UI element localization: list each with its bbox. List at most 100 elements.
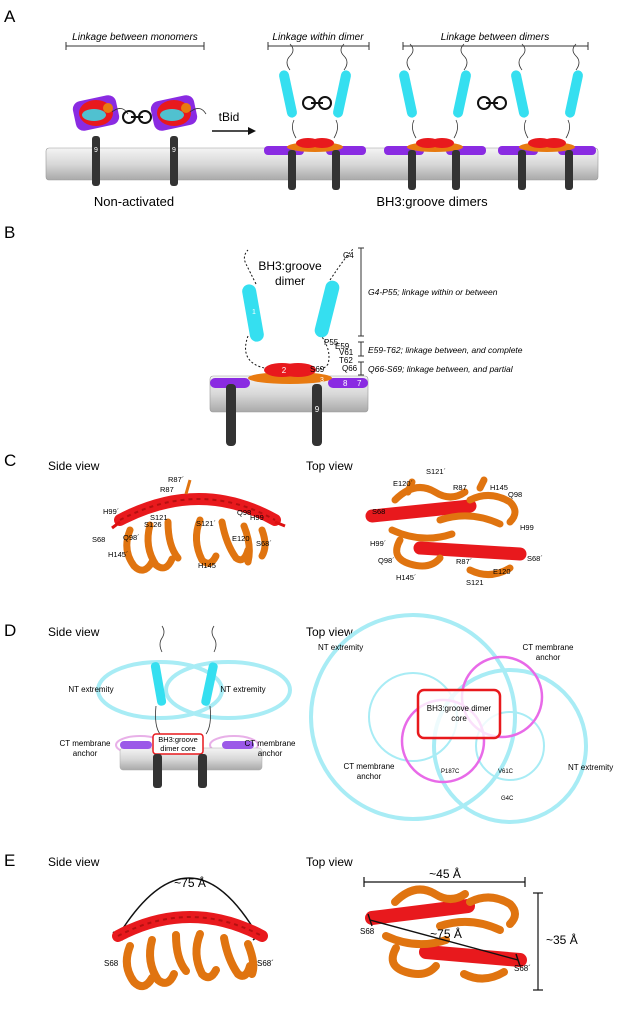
tbid-label: tBid <box>219 110 240 124</box>
helix1-label: 1 <box>252 309 256 316</box>
panel-e-letter: E <box>4 851 15 870</box>
ct-anchor-label-right-2: anchor <box>258 749 283 758</box>
label-top-r87p: R87´ <box>456 557 472 566</box>
label-top-h145: H145 <box>490 483 508 492</box>
g4c-label: G4C <box>501 796 514 802</box>
distance-top-height-label: ~35 Å <box>546 932 578 947</box>
residue-g4: G4 <box>343 251 354 260</box>
range-e59-t62: E59-T62; linkage between, and complete <box>368 345 523 355</box>
panel-e: E Side view Top view ~75 Å S68 S68´ ~45 … <box>4 851 578 991</box>
panel-d: D Side view Top view BH3:groove dimer co… <box>4 613 613 824</box>
bh3-groove-core-box <box>152 733 204 755</box>
label-q98: Q98 <box>237 508 251 517</box>
label-r87: R87 <box>160 485 174 494</box>
e-label-s68p: S68´ <box>257 959 274 968</box>
top-view-label-e: Top view <box>306 855 353 869</box>
linkage-between-dimers-label: Linkage between dimers <box>441 32 549 43</box>
label-s126: S126 <box>144 520 162 529</box>
side-view-label-d: Side view <box>48 625 100 639</box>
chain-link-icon <box>302 96 332 110</box>
residue-q66: Q66 <box>342 364 358 373</box>
structure-side-view <box>111 479 286 574</box>
e-top-label-s68: S68 <box>360 927 375 936</box>
non-activated-label: Non-activated <box>94 194 174 209</box>
ct-top-label-right-1: CT membrane <box>523 643 575 652</box>
nt-extremity-ellipse-left <box>96 660 224 720</box>
residue-p55: P55 <box>324 338 339 347</box>
label-top-e120: E120 <box>493 567 511 576</box>
label-top-r87: R87 <box>453 483 467 492</box>
diagonal-distance-line <box>369 919 519 961</box>
nt-top-label-2: NT extremity <box>568 763 613 772</box>
nt-circle-large <box>309 613 517 821</box>
label-top-h145p: H145´ <box>396 573 416 582</box>
dimer-3 <box>498 43 596 190</box>
side-view-label-e: Side view <box>48 855 100 869</box>
range-q66-s69: Q66-S69; linkage between, and partial <box>368 364 514 374</box>
top-view-label-d: Top view <box>306 625 353 639</box>
label-q98p: Q98´ <box>123 533 140 542</box>
panel-d-letter: D <box>4 621 16 640</box>
core-label-line2: dimer core <box>160 744 195 753</box>
panel-a-letter: A <box>4 7 16 26</box>
helix9-label: 9 <box>315 405 320 414</box>
panel-b: B BH3:groove dimer 1 8 7 3 2 9 G4 P55 <box>4 223 523 446</box>
residue-t62: T62 <box>339 356 353 365</box>
residue-e59: E59 <box>335 342 350 351</box>
label-s121: S121 <box>150 513 168 522</box>
label-top-q98p: Q98´ <box>378 556 395 565</box>
label-top-h99: H99 <box>520 523 534 532</box>
label-h145p: H145´ <box>108 550 128 559</box>
panel-c-letter: C <box>4 451 16 470</box>
residue-v61: V61 <box>339 348 354 357</box>
ct-anchor-label-left-1: CT membrane <box>60 739 112 748</box>
distance-arc-side <box>117 877 259 937</box>
p187c-label: P187C <box>441 769 460 775</box>
bh3-helix-2 <box>314 280 340 338</box>
ct-anchor-label-left-2: anchor <box>73 749 98 758</box>
core-top-line1: BH3:groove dimer <box>427 704 492 713</box>
nt-top-label-1: NT extremity <box>318 643 363 652</box>
helix9-right <box>312 384 322 446</box>
monomer-2: 9 <box>150 95 207 186</box>
label-top-s68: S68 <box>372 507 385 516</box>
residue-s69: S69 <box>310 365 325 374</box>
top-view-label: Top view <box>306 459 353 473</box>
dimer-2 <box>384 43 486 190</box>
core-top-line2: core <box>451 714 467 723</box>
bh3-groove-dimers-label: BH3:groove dimers <box>376 194 488 209</box>
arrow-head-icon <box>248 127 256 135</box>
dimer-title-line1: BH3:groove <box>258 259 322 273</box>
label-s68p: S68´ <box>256 539 272 548</box>
structure-top-view-e <box>365 885 527 983</box>
label-h145: H145 <box>198 561 216 570</box>
linkage-within-dimer-label: Linkage within dimer <box>272 32 364 43</box>
helix9-label: 9 <box>172 147 176 154</box>
helix2-label: 2 <box>282 366 287 375</box>
distance-side-label: ~75 Å <box>174 875 206 890</box>
linkage-monomers-label: Linkage between monomers <box>72 32 198 43</box>
label-h99p: H99´ <box>103 507 119 516</box>
side-view-label: Side view <box>48 459 100 473</box>
label-top-s121: S121 <box>466 578 484 587</box>
label-top-e120p: E120´ <box>393 479 413 488</box>
helix9-monomer-1 <box>92 136 100 186</box>
chain-link-icon <box>477 96 507 110</box>
ct-anchor-label-right-1: CT membrane <box>245 739 297 748</box>
label-e120: E120 <box>232 534 250 543</box>
nt-circle-right <box>432 668 588 824</box>
ct-top-label-left-1: CT membrane <box>344 762 396 771</box>
helix3-label: 3 <box>320 377 324 384</box>
ct-top-label-left-2: anchor <box>357 772 382 781</box>
panel-a: A Linkage between monomers Linkage withi… <box>4 7 599 209</box>
ct-top-label-right-2: anchor <box>536 653 561 662</box>
panel-c: C Side view Top view R87´ R87 H99´ <box>4 451 543 587</box>
bh3-helix-1 <box>242 284 264 342</box>
structure-side-view-e <box>112 911 268 991</box>
monomer-1: 9 <box>72 95 129 186</box>
label-h99: H99 <box>250 513 264 522</box>
label-s121p: S121´ <box>196 519 216 528</box>
nt-extremity-ellipse-right <box>164 660 292 720</box>
label-top-h99p: H99´ <box>370 539 386 548</box>
